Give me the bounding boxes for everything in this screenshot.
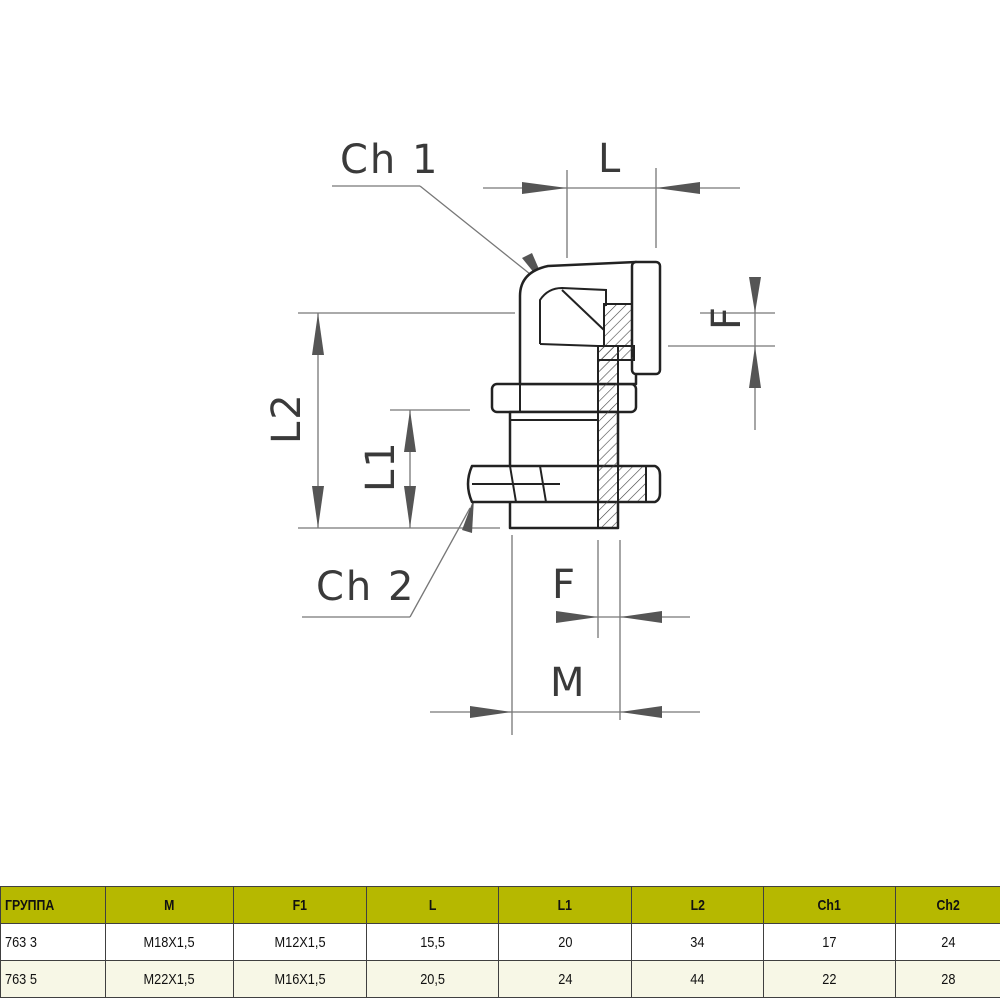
header-l2: L2 (631, 886, 764, 924)
cell-m: M22X1,5 (105, 960, 234, 998)
label-L2: L2 (264, 392, 310, 444)
label-M: M (550, 660, 587, 706)
header-l1: L1 (498, 886, 632, 924)
section-hatching (597, 303, 647, 529)
fitting-technical-drawing: Ch 1 Ch 2 L M F F L1 L2 (264, 136, 775, 735)
cell-l2: 34 (631, 923, 764, 961)
cell-l1: 24 (498, 960, 632, 998)
cell-ch1: 22 (763, 960, 896, 998)
header-group: ГРУППА (0, 886, 106, 924)
header-f1: F1 (233, 886, 367, 924)
label-ch1: Ch 1 (340, 137, 439, 183)
cell-ch2: 28 (895, 960, 1000, 998)
label-L: L (598, 136, 622, 182)
header-ch1: Ch1 (763, 886, 896, 924)
cell-l1: 20 (498, 923, 632, 961)
label-F-bottom: F (552, 562, 577, 608)
cell-l2: 44 (631, 960, 764, 998)
table-row: 763 3 M18X1,5 M12X1,5 15,5 20 34 17 24 (0, 923, 1000, 961)
spec-table: ГРУППА M F1 L L1 L2 Ch1 Ch2 763 3 M18X1,… (0, 886, 1000, 998)
cell-l: 15,5 (366, 923, 499, 961)
cell-group: 763 3 (0, 923, 106, 961)
header-l: L (366, 886, 499, 924)
cell-ch1: 17 (763, 923, 896, 961)
dimension-arrows (312, 182, 761, 718)
internal-lines (472, 286, 607, 503)
label-ch2: Ch 2 (316, 564, 415, 610)
cell-group: 763 5 (0, 960, 106, 998)
table-row: 763 5 M22X1,5 M16X1,5 20,5 24 44 22 28 (0, 960, 1000, 998)
header-ch2: Ch2 (895, 886, 1000, 924)
cell-ch2: 24 (895, 923, 1000, 961)
cell-m: M18X1,5 (105, 923, 234, 961)
header-m: M (105, 886, 234, 924)
cell-f1: M12X1,5 (233, 923, 367, 961)
table-header-row: ГРУППА M F1 L L1 L2 Ch1 Ch2 (0, 886, 1000, 924)
cell-l: 20,5 (366, 960, 499, 998)
label-L1: L1 (358, 440, 404, 492)
cell-f1: M16X1,5 (233, 960, 367, 998)
label-F-side: F (704, 305, 750, 330)
